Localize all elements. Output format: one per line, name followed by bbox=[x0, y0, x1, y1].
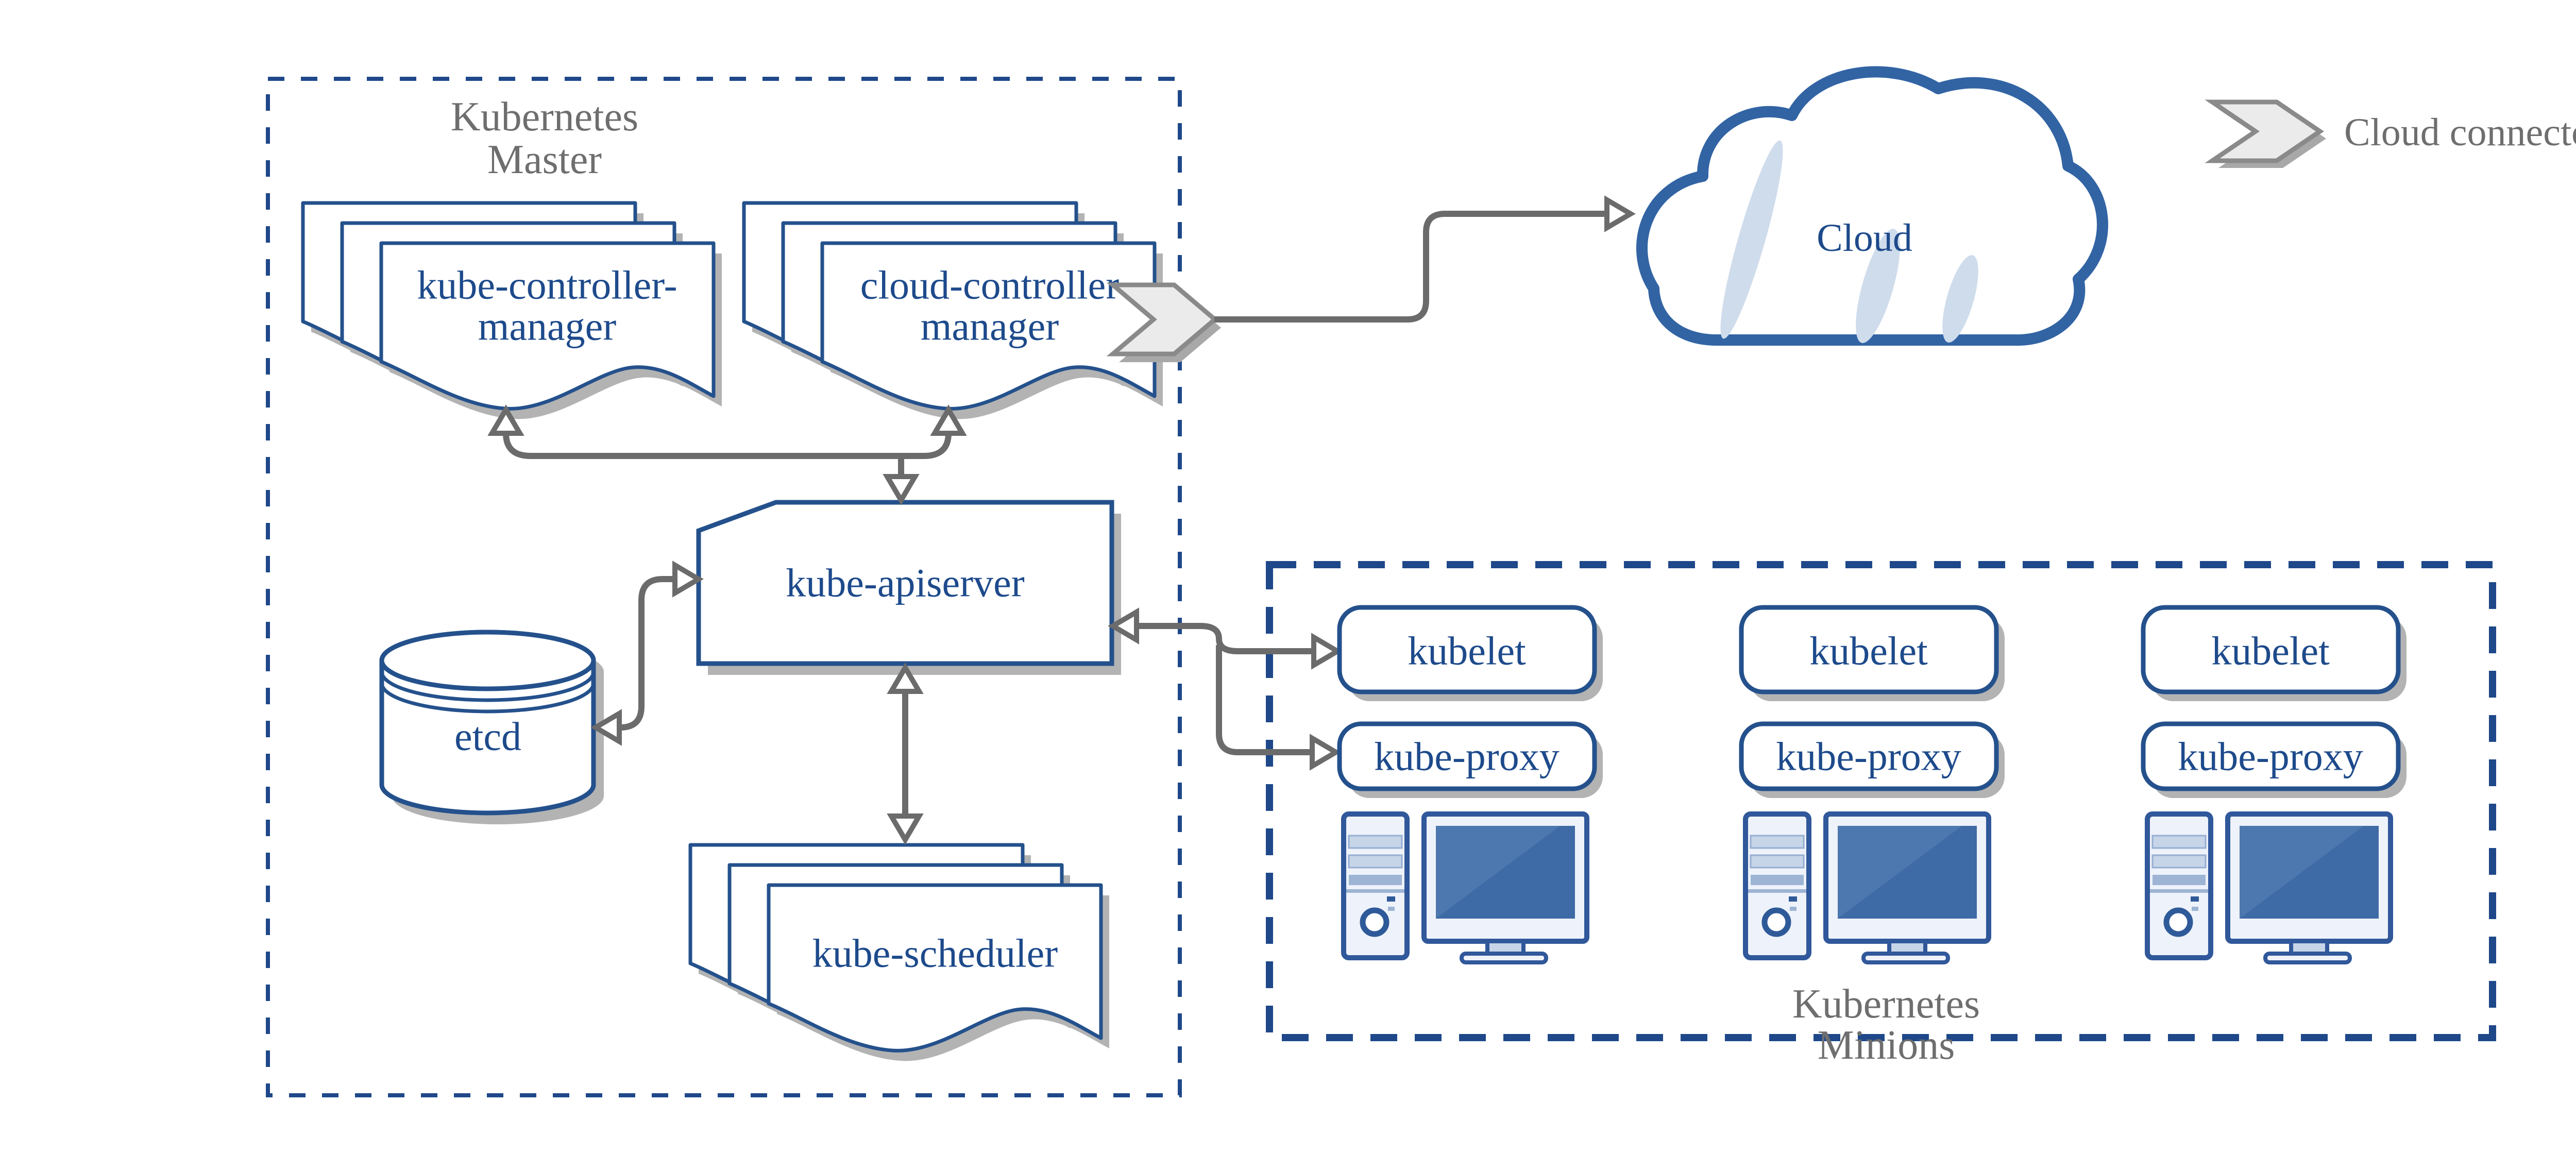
arrowhead-right-kubelet bbox=[1311, 633, 1343, 670]
etcd-cylinder: etcd bbox=[379, 630, 604, 824]
connections bbox=[487, 195, 1636, 845]
etcd-label: etcd bbox=[454, 714, 521, 759]
cloud-highlight-slash bbox=[1856, 229, 1900, 343]
master-title: Kubernetes Master bbox=[451, 94, 638, 182]
kubelet-box bbox=[1739, 605, 1999, 694]
arrowhead-right-cloud bbox=[1604, 195, 1636, 232]
cloud-controller-manager-label-line1: cloud-controller bbox=[860, 263, 1119, 308]
arrowhead-up-kube-controller bbox=[487, 404, 524, 436]
etcd-ring bbox=[380, 683, 596, 714]
kube-apiserver-box: kube-apiserver bbox=[696, 500, 1121, 675]
cloud-connector-legend: Cloud connector bbox=[2205, 99, 2576, 168]
arrowhead-up-cloud-controller bbox=[930, 404, 967, 436]
kube-scheduler-stack: kube-scheduler bbox=[690, 845, 1109, 1061]
arrowhead-left-etcd bbox=[590, 709, 622, 746]
cloud-controller-manager-stack: cloud-controller manager bbox=[744, 203, 1163, 419]
arrowhead-right-kubeproxy bbox=[1310, 734, 1341, 771]
apiserver-etcd-link bbox=[619, 576, 675, 731]
kubelet-box bbox=[1337, 605, 1597, 694]
apiserver-kubelet-link bbox=[1137, 623, 1314, 654]
cloud-label: Cloud bbox=[1817, 216, 1912, 260]
minions-title-line1: Kubernetes bbox=[1792, 981, 1980, 1027]
kube-proxy-label: kube-proxy bbox=[1374, 734, 1560, 779]
kube-controller-manager-stack: kube-controller- manager bbox=[303, 203, 722, 419]
cloud-connector-chevron-icon bbox=[1106, 282, 1221, 362]
etcd-ring bbox=[380, 671, 596, 702]
controllers-apiserver-link bbox=[503, 433, 952, 459]
cloud-outline bbox=[1636, 66, 2108, 346]
minions-title: Kubernetes Minions bbox=[1792, 981, 1980, 1068]
arrowhead-up-apiserver bbox=[887, 663, 924, 694]
minion-node-2: kubelet kube-proxy bbox=[1739, 605, 2005, 962]
kube-controller-manager-label-line2: manager bbox=[478, 304, 617, 349]
cloud-controller-manager-label-line2: manager bbox=[921, 304, 1059, 349]
cloud-highlight-slash bbox=[1720, 140, 1783, 339]
kube-apiserver-label: kube-apiserver bbox=[786, 561, 1024, 605]
arrowhead-left-apiserver bbox=[1108, 607, 1139, 645]
minions-title-line2: Minions bbox=[1818, 1023, 1955, 1068]
kube-proxy-box bbox=[1337, 721, 1597, 791]
chevron-shape bbox=[1106, 282, 1218, 357]
minion-computer-icon bbox=[1745, 814, 1989, 962]
kubelet-box bbox=[2141, 605, 2401, 694]
kubernetes-minions-boundary bbox=[1266, 561, 2496, 1041]
arrowhead-down-apiserver bbox=[883, 474, 920, 505]
minion-node-3: kubelet kube-proxy bbox=[2141, 605, 2406, 962]
etcd-ring bbox=[380, 660, 596, 691]
master-title-line2: Master bbox=[487, 137, 602, 182]
kube-proxy-label: kube-proxy bbox=[2178, 734, 2363, 779]
minion-computer-icon bbox=[2147, 814, 2391, 962]
legend-label: Cloud connector bbox=[2344, 111, 2576, 154]
kube-proxy-label: kube-proxy bbox=[1776, 734, 1961, 779]
cloud-highlight-slash bbox=[1942, 255, 1978, 343]
apiserver-kubeproxy-link bbox=[1216, 645, 1312, 755]
arrowhead-down-scheduler bbox=[887, 813, 924, 845]
kubernetes-master-boundary bbox=[266, 77, 1182, 1097]
minion-node-1: kubelet kube-proxy bbox=[1337, 605, 1603, 962]
minion-computer-icon bbox=[1344, 814, 1587, 962]
cloud-shape: Cloud bbox=[1636, 66, 2108, 346]
kube-proxy-box bbox=[2141, 721, 2401, 791]
kubelet-label: kubelet bbox=[1408, 629, 1526, 673]
kube-proxy-box bbox=[1739, 721, 1999, 791]
master-title-line1: Kubernetes bbox=[451, 94, 638, 140]
kubelet-label: kubelet bbox=[1809, 629, 1928, 673]
kubelet-label: kubelet bbox=[2211, 629, 2330, 673]
arrowhead-right-apiserver bbox=[672, 561, 704, 598]
kube-controller-manager-label-line1: kube-controller- bbox=[417, 263, 677, 308]
cloud-connector-chevron-icon bbox=[2205, 99, 2325, 163]
cloud-connector-link bbox=[1214, 211, 1607, 323]
kube-scheduler-label: kube-scheduler bbox=[812, 931, 1058, 976]
